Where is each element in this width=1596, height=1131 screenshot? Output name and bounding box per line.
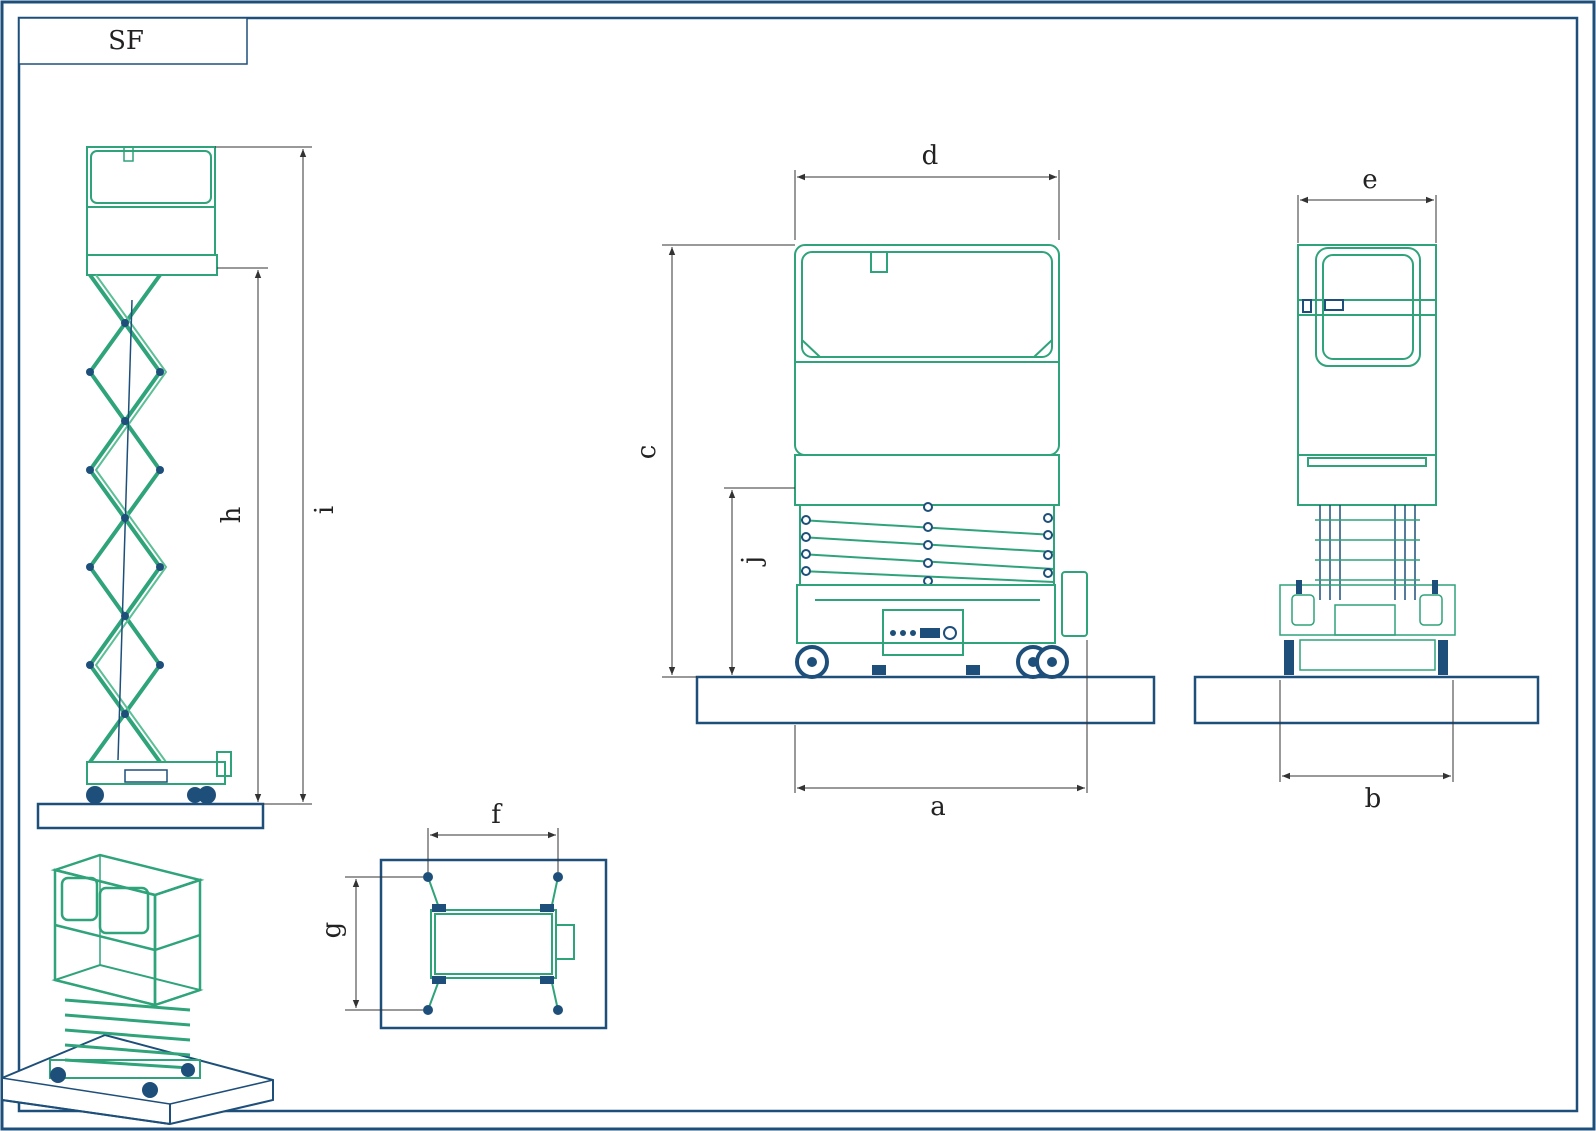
dimension-a-label: a (930, 792, 946, 822)
dimension-i: i (215, 146, 340, 805)
side-view-elevated (36, 146, 265, 830)
top-view (379, 858, 608, 1030)
end-view-stowed (1193, 244, 1540, 725)
side-view-ground (36, 802, 265, 830)
dimension-e-label: e (1362, 165, 1377, 195)
dimension-j-label: j (737, 556, 767, 567)
title-block: SF (18, 17, 248, 65)
dimension-b: b (1279, 680, 1454, 814)
dimension-c-label: c (632, 445, 662, 460)
inner-frame (17, 16, 1579, 1113)
front-view-ground (695, 675, 1156, 725)
dimension-g: g (317, 876, 423, 1011)
title-block-label: SF (108, 26, 144, 56)
dimension-e: e (1297, 165, 1437, 243)
front-view-stowed (695, 244, 1156, 725)
dimension-b-label: b (1365, 784, 1382, 814)
dimension-a: a (794, 640, 1088, 822)
dimension-h-label: h (217, 506, 247, 523)
end-view-ground (1193, 675, 1540, 725)
dimension-i-label: i (310, 506, 340, 514)
dimension-j: j (724, 487, 795, 675)
isometric-view (1, 853, 274, 1126)
dimension-d: d (794, 141, 1060, 240)
dimension-d-label: d (922, 141, 939, 171)
dimension-c: c (632, 244, 795, 678)
dimension-f-label: f (491, 800, 503, 830)
dimension-f: f (427, 800, 559, 872)
dimension-h: h (217, 267, 268, 802)
dimension-g-label: g (317, 922, 347, 939)
